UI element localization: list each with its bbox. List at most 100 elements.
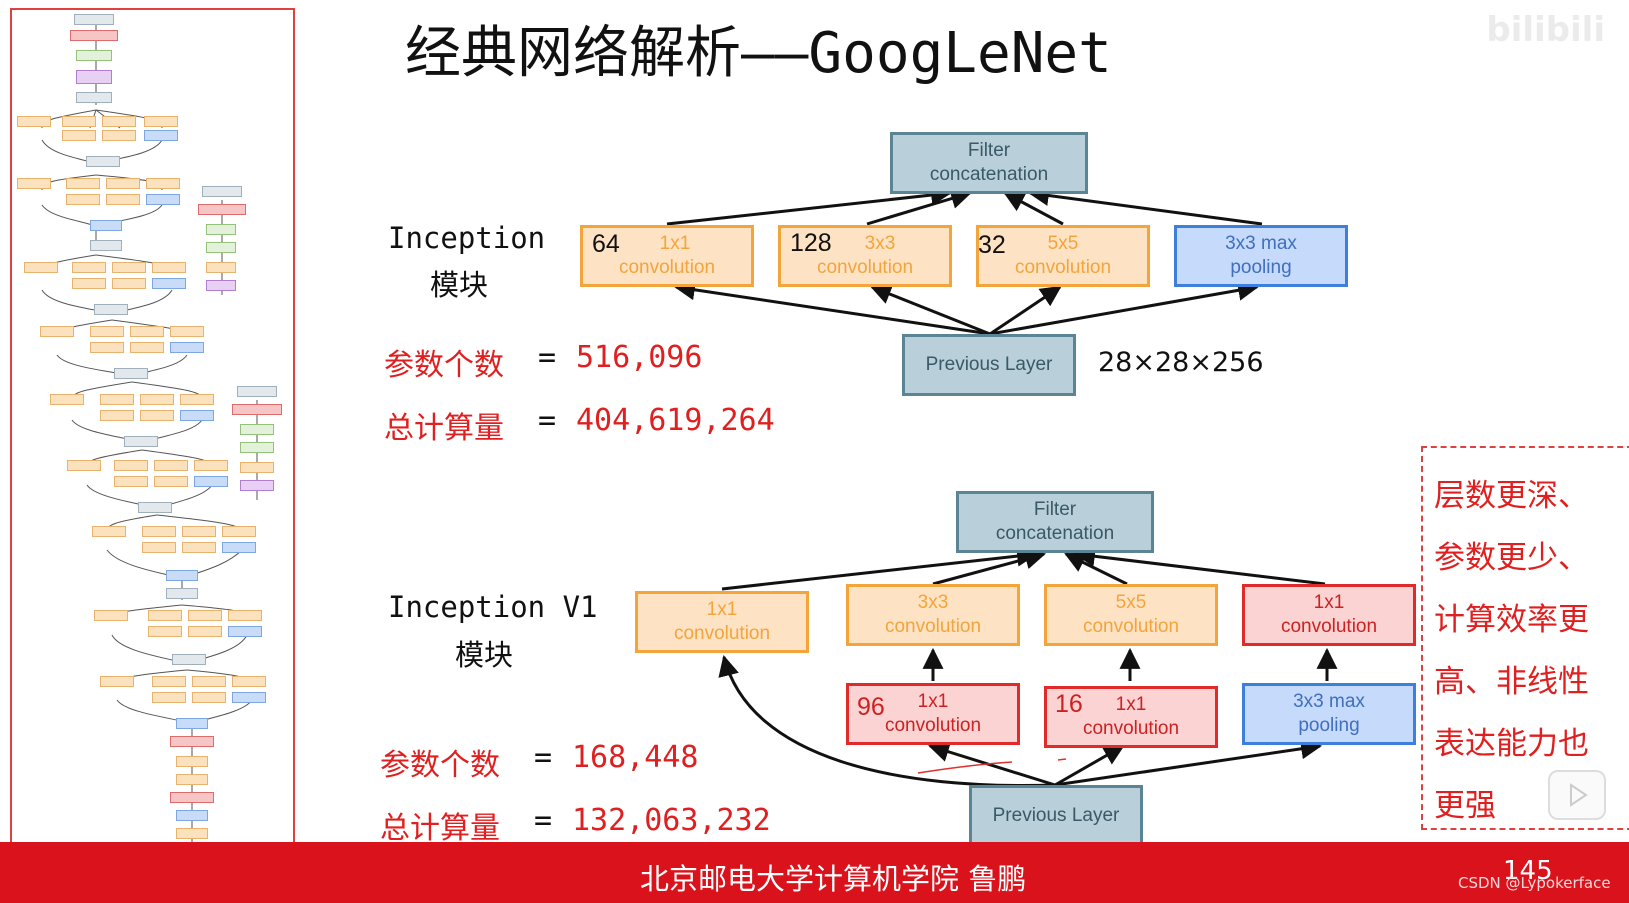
thumb-node [102, 116, 136, 127]
footer-bar [0, 842, 1629, 903]
thumb-node [100, 676, 134, 687]
thumb-node [182, 542, 216, 553]
filter-concatenation-box: Filter concatenation [890, 132, 1088, 194]
thumb-node [62, 116, 96, 127]
box-text-line: 1x1 [706, 599, 738, 620]
inception-v1-label-sub: 模块 [455, 638, 514, 672]
csdn-watermark: CSDN @Lypokerface [1458, 874, 1611, 892]
thumb-node [142, 542, 176, 553]
thumb-node [24, 262, 58, 273]
box-text-line: 1x1 [917, 691, 949, 712]
v1-reduce-1x1-box-16: 1x1 convolution [1044, 686, 1218, 748]
box-text-line: convolution [1280, 616, 1378, 637]
inception-label-sub: 模块 [430, 268, 489, 302]
thumb-node [17, 178, 51, 189]
previous-layer-box: Previous Layer [902, 334, 1076, 396]
thumb-node [114, 368, 148, 379]
equals-sign: = [538, 403, 557, 438]
thumb-node [76, 92, 112, 103]
thumb-node [194, 476, 228, 487]
compute-value: 404,619,264 [576, 403, 775, 438]
thumb-node [176, 756, 208, 767]
thumb-node [232, 692, 266, 703]
thumb-node [102, 130, 136, 141]
thumb-node [206, 280, 236, 291]
v1-pool-proj-1x1-box: 1x1 convolution [1242, 584, 1416, 646]
thumb-node [228, 626, 262, 637]
box-text-line: convolution [816, 257, 914, 278]
box-text-line: Previous Layer [925, 354, 1053, 375]
thumb-node [146, 178, 180, 189]
bilibili-watermark: bilibili [1486, 10, 1605, 50]
thumb-node [140, 394, 174, 405]
summary-note-box [1421, 446, 1629, 830]
thumb-node [206, 224, 236, 235]
v1-reduce-1x1-box-96: 1x1 convolution [846, 683, 1020, 745]
thumb-node [170, 326, 204, 337]
filter-count-128: 128 [790, 229, 832, 257]
thumb-node [114, 476, 148, 487]
thumb-node [66, 178, 100, 189]
thumb-node [90, 240, 122, 251]
conv-1x1-branch: 1x1 convolution [580, 225, 754, 287]
thumb-node [112, 278, 146, 289]
thumb-node [192, 676, 226, 687]
thumb-node [170, 792, 214, 803]
v1-param-count-label: 参数个数 [380, 748, 500, 783]
thumb-node [182, 526, 216, 537]
thumb-node [112, 262, 146, 273]
thumb-node [176, 774, 208, 785]
thumb-node [166, 570, 198, 581]
filter-count-96: 96 [857, 693, 885, 721]
param-count-label: 参数个数 [384, 348, 504, 383]
box-text-line: convolution [1082, 616, 1180, 637]
thumb-node [176, 810, 208, 821]
v1-maxpool-3x3-box: 3x3 max pooling [1242, 683, 1416, 745]
thumb-node [228, 610, 262, 621]
v1-conv-1x1-box: 1x1 convolution [635, 591, 809, 653]
thumb-node [232, 676, 266, 687]
thumb-node [222, 526, 256, 537]
thumb-node [90, 220, 122, 231]
thumb-node [154, 460, 188, 471]
thumb-node [232, 404, 282, 415]
thumb-node [106, 194, 140, 205]
slide-title: 经典网络解析——GoogLeNet [405, 21, 1112, 86]
note-line: 高、非线性 [1434, 664, 1589, 700]
thumb-node [170, 736, 214, 747]
thumb-node [206, 262, 236, 273]
thumb-node [192, 692, 226, 703]
thumb-node [74, 14, 114, 25]
note-line: 计算效率更 [1434, 602, 1589, 638]
note-line: 层数更深、 [1434, 478, 1589, 514]
box-text-line: convolution [1014, 257, 1112, 278]
box-text-line: Filter [1033, 499, 1077, 520]
play-button[interactable] [1548, 770, 1606, 820]
conv-3x3-branch: 3x3 convolution [778, 225, 952, 287]
thumb-node [188, 626, 222, 637]
box-text-line: 5x5 [1115, 592, 1147, 613]
equals-sign: = [534, 740, 553, 775]
thumb-node [198, 204, 246, 215]
compute-label: 总计算量 [384, 411, 504, 446]
conv-5x5-branch: 5x5 convolution [976, 225, 1150, 287]
box-text-line: pooling [1298, 715, 1360, 736]
thumb-node [240, 480, 274, 491]
input-dimensions: 28×28×256 [1098, 347, 1264, 378]
thumb-node [67, 460, 101, 471]
thumb-node [70, 30, 118, 41]
note-line: 表达能力也 [1434, 726, 1589, 762]
filter-count-32: 32 [978, 231, 1006, 259]
page-number: 145 [1503, 856, 1553, 886]
box-text-line: Filter [967, 140, 1011, 161]
thumb-node [166, 588, 198, 599]
maxpool-3x3-branch: 3x3 max pooling [1174, 225, 1348, 287]
thumb-node [176, 828, 208, 839]
thumb-node [94, 304, 128, 315]
googlenet-architecture-thumbnail [10, 8, 295, 892]
thumb-node [180, 394, 214, 405]
box-text-line: 5x5 [1047, 233, 1079, 254]
thumb-node [90, 326, 124, 337]
thumb-node [86, 156, 120, 167]
thumb-node [237, 386, 277, 397]
